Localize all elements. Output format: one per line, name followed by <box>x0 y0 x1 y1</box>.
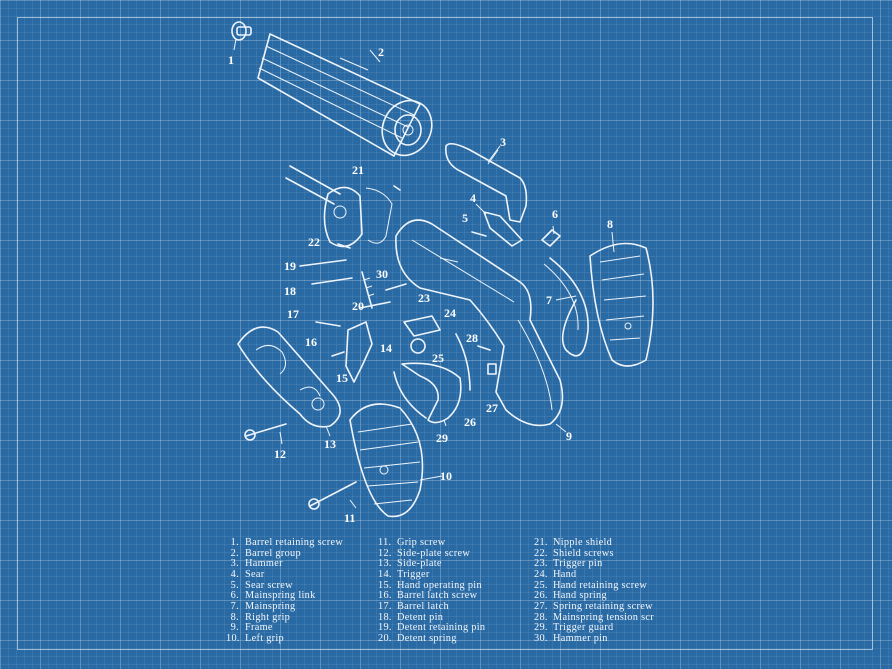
callout-25: 25 <box>432 351 444 365</box>
legend-item: 27.Spring retaining screw <box>534 600 653 612</box>
callout-14: 14 <box>380 341 392 355</box>
legend-item: 7.Mainspring <box>230 600 296 612</box>
legend-item: 23.Trigger pin <box>534 558 603 570</box>
part-shield-screws <box>337 243 351 249</box>
legend-item: 30.Hammer pin <box>534 632 608 644</box>
legend-column-2: 11.Grip screw 12.Side-plate screw 13.Sid… <box>378 537 486 645</box>
legend-item: 3.Hammer <box>230 558 283 570</box>
callout-23: 23 <box>418 291 430 305</box>
part-grip-screw <box>308 481 357 510</box>
legend-item: 14.Trigger <box>378 568 430 580</box>
callout-2: 2 <box>378 45 384 59</box>
part-sear-screw <box>471 231 487 237</box>
part-side-plate-screw <box>244 423 287 441</box>
legend-item: 21.Nipple shield <box>534 537 613 548</box>
callout-28: 28 <box>466 331 478 345</box>
part-barrel-retaining-screw <box>231 21 252 51</box>
callout-4: 4 <box>470 191 476 205</box>
part-side-plate <box>237 326 341 428</box>
legend-item: 12.Side-plate screw <box>378 547 471 559</box>
callout-26: 26 <box>464 415 476 429</box>
legend-item: 11.Grip screw <box>378 537 446 548</box>
callout-18: 18 <box>284 284 296 298</box>
legend-item: 5.Sear screw <box>230 579 293 591</box>
callout-30: 30 <box>376 267 388 281</box>
legend-item: 6.Mainspring link <box>230 590 316 602</box>
callout-29: 29 <box>436 431 448 445</box>
part-hammer <box>445 142 528 223</box>
part-hammer-pin <box>393 185 401 191</box>
part-trigger-guard <box>393 362 462 424</box>
callout-20: 20 <box>352 299 364 313</box>
callout-numbers: 1 2 3 4 5 6 7 8 9 10 11 12 13 14 15 16 1… <box>228 45 613 525</box>
part-hand-and-springs <box>385 283 497 391</box>
legend-item: 22.Shield screws <box>534 547 614 559</box>
blueprint-border <box>17 17 873 650</box>
legend-item: 2.Barrel group <box>230 547 301 559</box>
legend-item: 18.Detent pin <box>378 611 444 623</box>
callout-21: 21 <box>352 163 364 177</box>
legend-item: 9.Frame <box>230 622 273 634</box>
part-sear <box>475 203 523 247</box>
part-small-pins <box>299 259 391 357</box>
part-mainspring-link <box>541 229 561 247</box>
callout-17: 17 <box>287 307 299 321</box>
callout-24: 24 <box>444 306 456 320</box>
legend-item: 24.Hand <box>534 568 577 580</box>
part-nipple-shield <box>285 165 393 248</box>
legend-item: 16.Barrel latch screw <box>378 590 478 602</box>
callout-19: 19 <box>284 259 296 273</box>
part-trigger <box>345 321 373 383</box>
legend-item: 4.Sear <box>230 568 265 580</box>
legend-item: 19.Detent retaining pin <box>378 622 486 634</box>
callout-13: 13 <box>324 437 336 451</box>
legend-item: 15.Hand operating pin <box>378 579 482 591</box>
callout-16: 16 <box>305 335 317 349</box>
callout-1: 1 <box>228 53 234 67</box>
legend-column-3: 21.Nipple shield 22.Shield screws 23.Tri… <box>534 537 654 645</box>
callout-27: 27 <box>486 401 498 415</box>
legend-item: 8.Right grip <box>230 611 291 623</box>
callout-11: 11 <box>344 511 355 525</box>
callout-8: 8 <box>607 217 613 231</box>
callout-15: 15 <box>336 371 348 385</box>
legend-item: 17.Barrel latch <box>378 600 449 612</box>
callout-5: 5 <box>462 211 468 225</box>
leader-lines <box>279 57 615 509</box>
part-left-grip <box>349 403 424 518</box>
legend-item: 25.Hand retaining screw <box>534 579 648 591</box>
part-frame <box>395 219 564 427</box>
callout-7: 7 <box>546 293 552 307</box>
legend-item: 20.Detent spring <box>378 632 457 644</box>
callout-9: 9 <box>566 429 572 443</box>
legend-item: 13.Side-plate <box>378 558 442 570</box>
callout-6: 6 <box>552 207 558 221</box>
legend-item: 28.Mainspring tension scr <box>534 611 654 623</box>
legend-item: 1.Barrel retaining screw <box>230 537 344 548</box>
part-right-grip <box>589 242 654 367</box>
legend-item: 26.Hand spring <box>534 590 607 602</box>
callout-10: 10 <box>440 469 452 483</box>
callout-22: 22 <box>308 235 320 249</box>
legend-item: 29.Trigger guard <box>534 622 614 634</box>
callout-12: 12 <box>274 447 286 461</box>
legend-column-1: 1.Barrel retaining screw 2.Barrel group … <box>226 537 344 645</box>
part-mainspring <box>543 257 589 357</box>
part-barrel-group <box>257 33 433 157</box>
callout-3: 3 <box>500 135 506 149</box>
legend-item: 10.Left grip <box>226 632 285 644</box>
